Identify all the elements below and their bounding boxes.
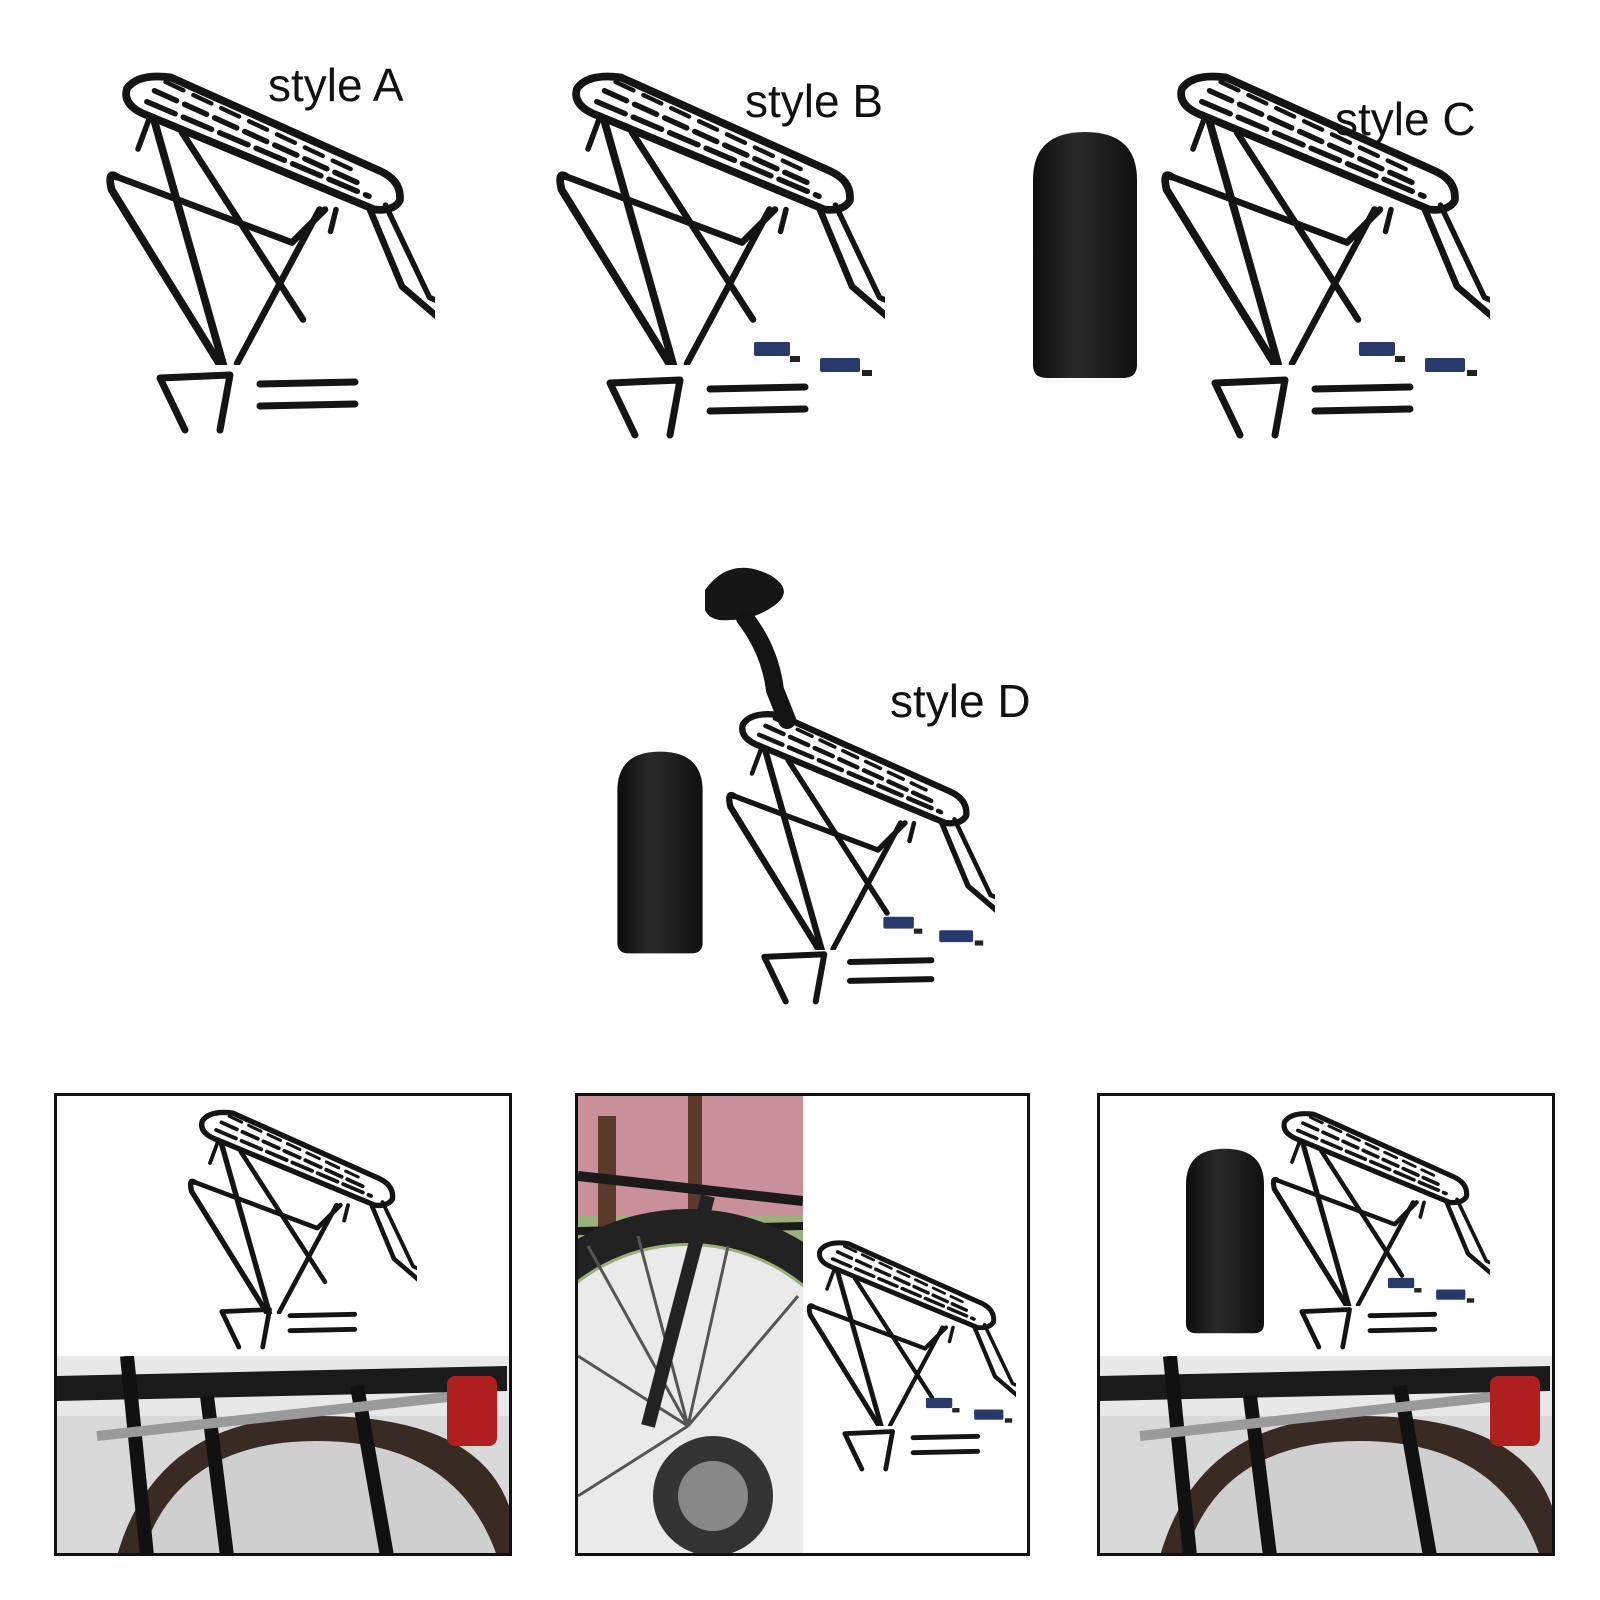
bike-wheel-photo — [578, 1096, 803, 1553]
style-d-label: style D — [890, 675, 1031, 727]
bracket-straps-image — [755, 950, 945, 1010]
bracket-straps-image — [838, 1428, 988, 1476]
bracket-straps-image — [1295, 1306, 1445, 1354]
clips-image — [880, 915, 990, 949]
bracket-straps-image — [150, 370, 370, 440]
seat-pad-image — [1180, 1146, 1270, 1336]
detail-panel-2[interactable] — [575, 1093, 1030, 1556]
bike-photo — [57, 1356, 509, 1553]
backrest-image — [705, 567, 796, 729]
detail-panel-3[interactable] — [1097, 1093, 1555, 1556]
bike-photo — [1100, 1356, 1552, 1553]
detail-panel-1[interactable] — [54, 1093, 512, 1556]
clips-image — [1355, 340, 1485, 380]
bracket-straps-image — [1205, 375, 1425, 445]
clips-image — [1385, 1276, 1480, 1306]
product-style-a[interactable] — [105, 60, 445, 450]
clips-image — [923, 1396, 1018, 1426]
style-a-label: style A — [268, 59, 404, 111]
bracket-straps-image — [600, 375, 820, 445]
rack-image — [725, 705, 995, 950]
style-b-label: style B — [745, 75, 884, 127]
bracket-straps-image — [215, 1306, 365, 1354]
product-style-d[interactable] — [610, 560, 1030, 1010]
seat-pad-image — [610, 750, 710, 955]
clips-image — [750, 340, 880, 380]
rack-image — [187, 1104, 417, 1314]
style-c-label: style C — [1335, 93, 1476, 145]
seat-pad-image — [1025, 130, 1145, 380]
